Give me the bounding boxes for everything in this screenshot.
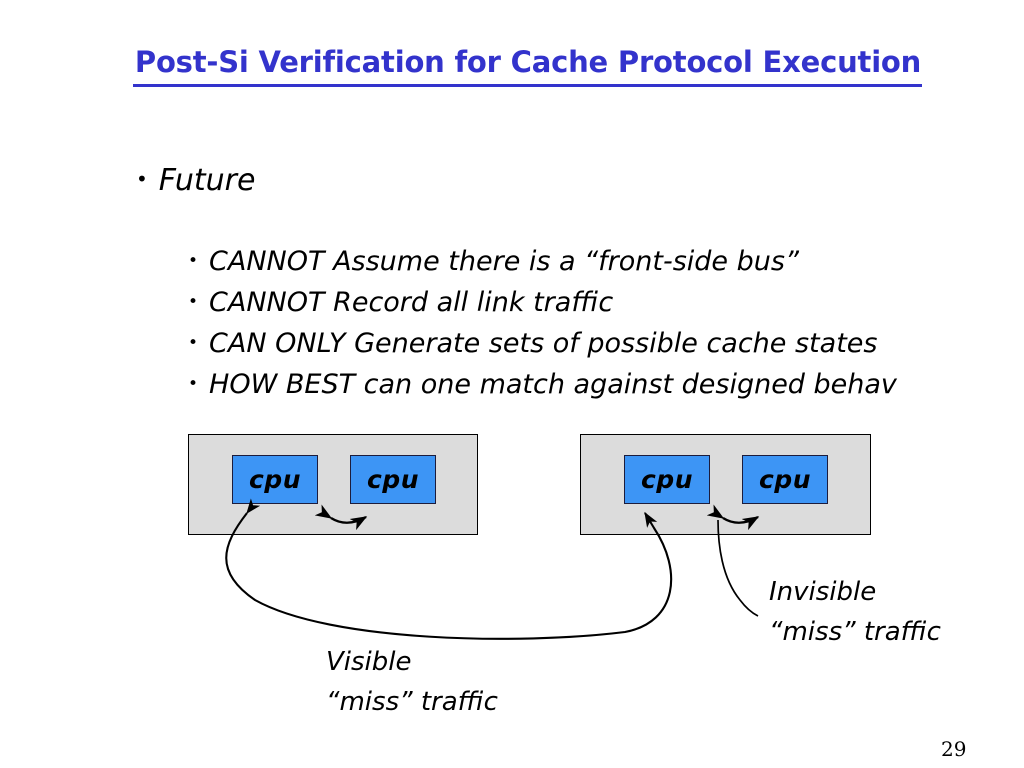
bullet-text: CAN ONLY Generate sets of possible cache… <box>209 328 878 359</box>
callout-invisible-miss-traffic: Invisible “miss” traffic <box>769 573 941 652</box>
cpu-box-right-0: cpu <box>624 455 710 504</box>
bullet-marker-icon: • <box>136 167 148 191</box>
bullet-marker-icon: • <box>188 251 199 271</box>
callout-line-1: Invisible <box>769 577 877 607</box>
cpu-box-right-1: cpu <box>742 455 828 504</box>
bullet-marker-icon: • <box>188 374 199 394</box>
bullet-text: HOW BEST can one match against designed … <box>209 369 897 400</box>
bullet-future: • Future <box>136 163 255 198</box>
bullet-cannot-assume: • CANNOT Assume there is a “front-side b… <box>188 246 799 277</box>
bullet-how-best: • HOW BEST can one match against designe… <box>188 369 897 400</box>
page-number: 29 <box>941 737 967 761</box>
bullet-cannot-record: • CANNOT Record all link traffic <box>188 287 613 318</box>
callout-line-1: Visible <box>326 647 412 677</box>
callout-line-2: “miss” traffic <box>326 686 498 717</box>
bullet-marker-icon: • <box>188 292 199 312</box>
bullet-can-only-generate: • CAN ONLY Generate sets of possible cac… <box>188 328 877 359</box>
bullet-marker-icon: • <box>188 333 199 353</box>
page-title: Post-Si Verification for Cache Protocol … <box>134 45 922 79</box>
cpu-box-left-0: cpu <box>232 455 318 504</box>
bullet-text: CANNOT Assume there is a “front-side bus… <box>209 246 799 277</box>
bullet-text: CANNOT Record all link traffic <box>209 287 614 318</box>
callout-line-2: “miss” traffic <box>769 616 941 647</box>
cpu-box-left-1: cpu <box>350 455 436 504</box>
title-underline-rule <box>133 84 922 87</box>
bullet-text: Future <box>158 163 256 198</box>
callout-visible-miss-traffic: Visible “miss” traffic <box>326 643 498 722</box>
